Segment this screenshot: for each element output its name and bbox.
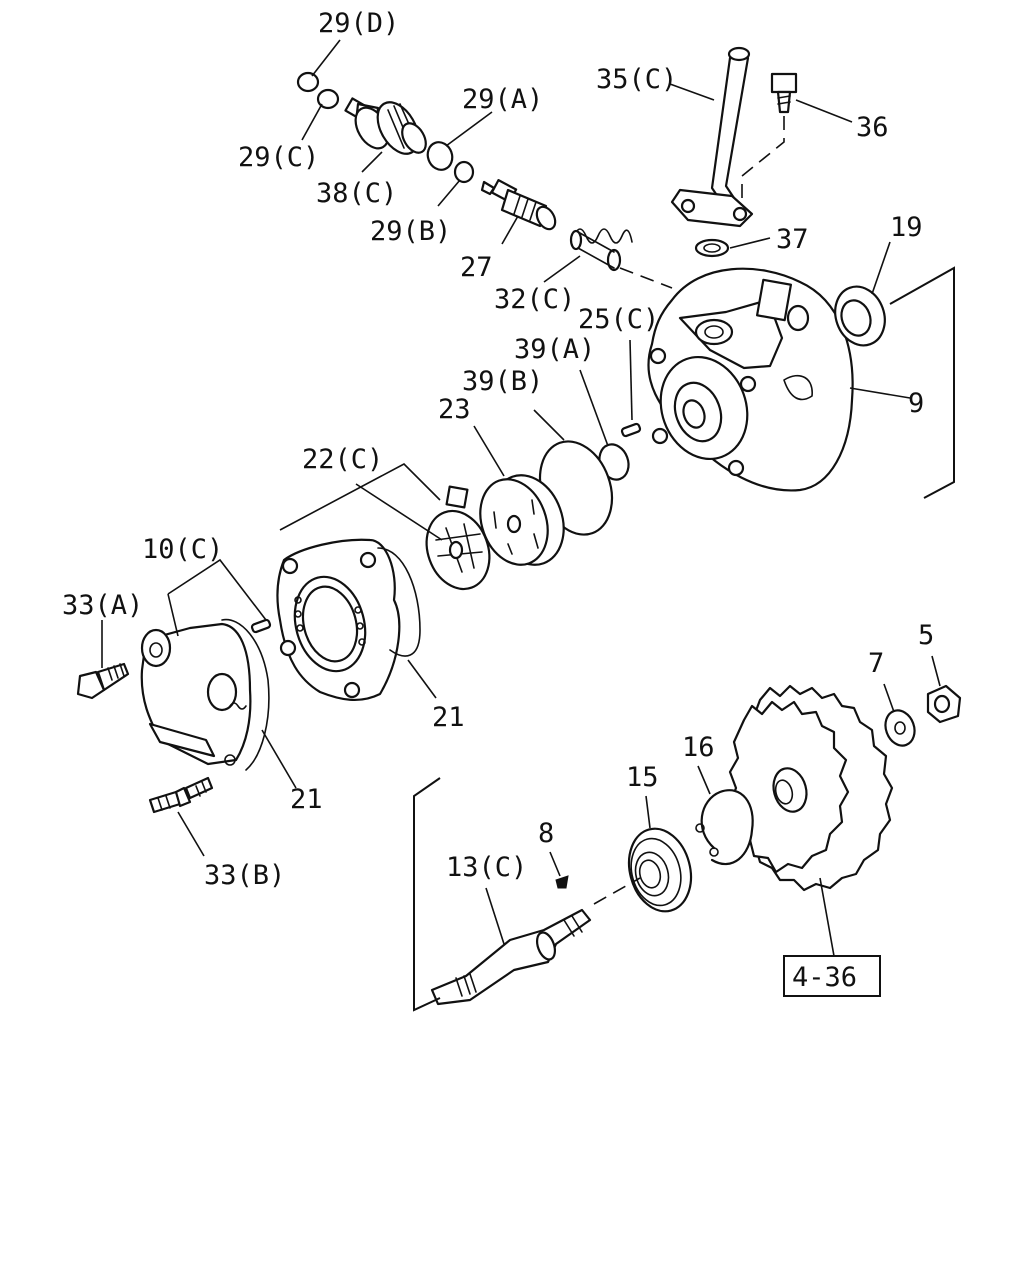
label-23: 23 xyxy=(438,394,471,425)
leader-lines xyxy=(101,39,941,957)
bolt-36 xyxy=(770,72,798,114)
seal-ring-29b xyxy=(453,160,475,184)
valve-spool-27 xyxy=(480,179,557,231)
ball-bearing-15 xyxy=(627,827,693,913)
snap-ring-16 xyxy=(695,789,754,866)
woodruff-key-8 xyxy=(555,875,569,889)
valve-plug-38c xyxy=(344,97,427,155)
label-22c: 22(C) xyxy=(302,444,383,475)
pin-10c xyxy=(250,618,272,634)
label-39a: 39(A) xyxy=(514,334,595,365)
label-7: 7 xyxy=(868,648,884,679)
label-36: 36 xyxy=(856,112,889,143)
rotor-23 xyxy=(479,474,565,566)
label-25c: 25(C) xyxy=(578,304,659,335)
label-5: 5 xyxy=(918,620,934,651)
label-15: 15 xyxy=(626,762,659,793)
label-10c: 10(C) xyxy=(142,534,223,565)
washer-7 xyxy=(884,709,916,747)
seal-ring-29d xyxy=(296,71,320,93)
oil-pipe-35c xyxy=(670,46,754,228)
label-38c: 38(C) xyxy=(316,178,397,209)
cam-ring-plate xyxy=(276,538,401,702)
label-29c: 29(C) xyxy=(238,142,319,173)
front-cover xyxy=(140,622,252,766)
coil-spring-32c xyxy=(569,228,633,272)
label-39b: 39(B) xyxy=(462,366,543,397)
dowel-pin-25c xyxy=(620,422,642,438)
bolt-33a xyxy=(76,662,130,700)
label-21-upper: 21 xyxy=(432,702,465,733)
label-35c: 35(C) xyxy=(596,64,677,95)
reference-label[interactable]: 4-36 xyxy=(792,962,857,993)
gasket-21-upper xyxy=(377,547,421,657)
label-8: 8 xyxy=(538,818,554,849)
pump-housing-9 xyxy=(647,267,854,492)
oil-seal-19 xyxy=(834,285,886,347)
label-19: 19 xyxy=(890,212,923,243)
nut-5 xyxy=(926,684,962,724)
label-29b: 29(B) xyxy=(370,216,451,247)
label-37: 37 xyxy=(776,224,809,255)
label-32c: 32(C) xyxy=(494,284,575,315)
label-33a: 33(A) xyxy=(62,590,143,621)
drive-gear-4-36 xyxy=(728,684,894,892)
label-13c: 13(C) xyxy=(446,852,527,883)
drive-shaft-13c xyxy=(430,908,592,1006)
seal-ring-29a xyxy=(426,141,454,171)
stud-bolt-33b xyxy=(148,776,214,814)
label-33b: 33(B) xyxy=(204,860,285,891)
gasket-21-lower xyxy=(221,618,270,771)
label-27: 27 xyxy=(460,252,493,283)
label-29d: 29(D) xyxy=(318,8,399,39)
vane-rotor-22c xyxy=(425,485,491,591)
label-21-lower: 21 xyxy=(290,784,323,815)
label-29a: 29(A) xyxy=(462,84,543,115)
label-16: 16 xyxy=(682,732,715,763)
gasket-37 xyxy=(694,238,730,258)
seal-ring-29c xyxy=(316,88,340,110)
label-9: 9 xyxy=(908,388,924,419)
reference-box-4-36[interactable]: 4-36 xyxy=(783,955,881,997)
